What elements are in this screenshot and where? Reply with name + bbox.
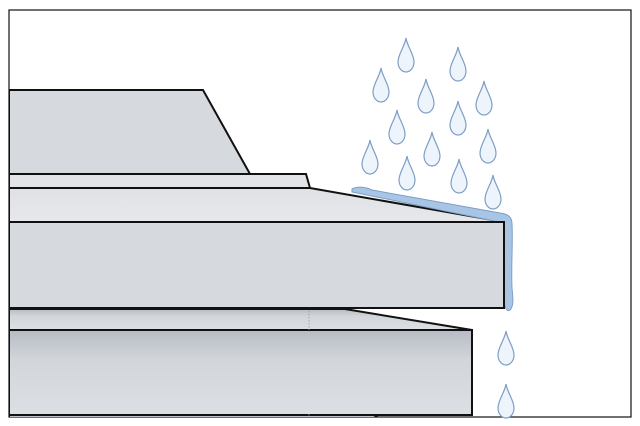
water-drop-icon [423,131,441,167]
middle-slab-face [9,329,473,416]
water-drop-icon [388,109,406,145]
water-drop-icon [372,67,390,103]
water-drop-icon [475,80,493,116]
water-film [351,186,514,312]
water-drop-icon [449,46,467,82]
water-drop-icon [484,174,502,210]
water-drop-icon [398,155,416,191]
upper-step-ledge [9,173,312,189]
water-drop-icon [449,100,467,136]
water-drops [361,37,515,419]
water-drop-icon [361,139,379,175]
main-slab-face [9,221,505,309]
water-drop-icon [417,78,435,114]
water-drop-icon [397,37,415,73]
water-drop-icon [497,330,515,366]
water-drop-icon [497,383,515,419]
water-drop-icon [479,128,497,164]
water-drop-icon [450,158,468,194]
